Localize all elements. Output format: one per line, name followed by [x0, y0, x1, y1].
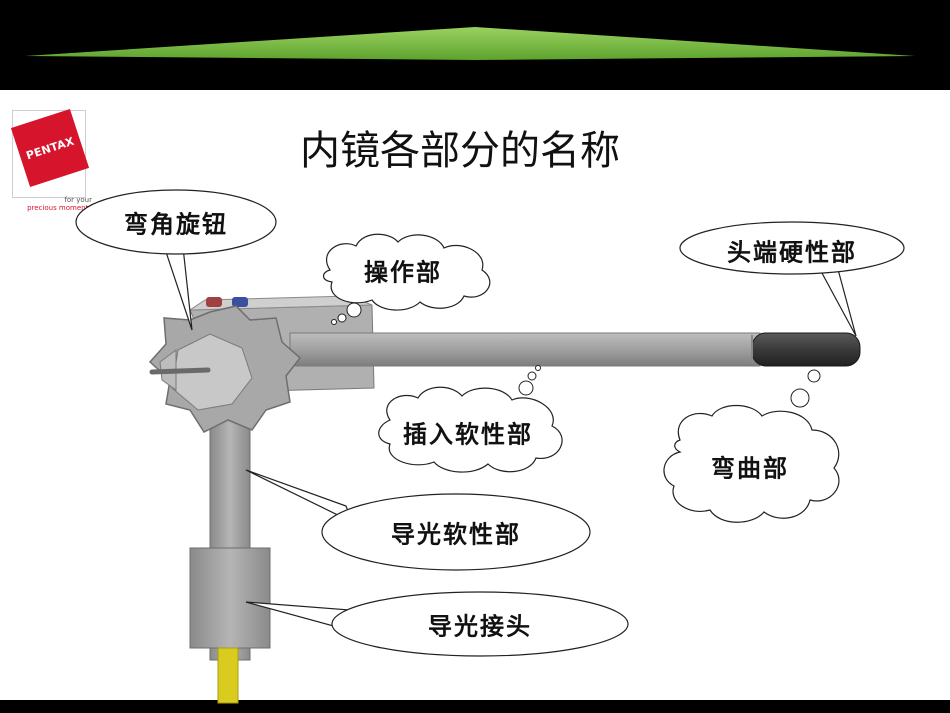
rigid-tip	[751, 332, 861, 367]
label-bending-knob: 弯角旋钮	[124, 209, 228, 239]
callout-rigid-tip	[679, 221, 905, 275]
callout-bending-knob	[75, 189, 277, 255]
callout-light-guide-tube	[321, 493, 591, 571]
label-operation-part: 操作部	[364, 257, 442, 287]
logo-tagline: for your precious moments	[12, 196, 92, 212]
page-title: 内镜各部分的名称	[300, 128, 620, 174]
insertion-tube	[289, 332, 761, 367]
yellow-cable	[217, 647, 239, 704]
pentax-logo: PENTAX	[10, 108, 90, 198]
tagline-line-1: for your	[64, 196, 92, 204]
cloud-operation-part	[322, 233, 491, 311]
label-insertion-tube: 插入软性部	[403, 419, 533, 449]
label-bending-section: 弯曲部	[711, 453, 789, 483]
bending-knob-inner	[171, 333, 253, 411]
pointer-light-guide-tube	[245, 469, 354, 524]
green-accent-stripe	[25, 27, 915, 60]
blue-indicator	[232, 297, 248, 307]
light-guide-connector-block	[189, 547, 271, 649]
tagline-line-2: precious moments	[27, 204, 92, 212]
label-rigid-tip: 头端硬性部	[727, 237, 857, 267]
cloud-bending-section	[663, 405, 840, 523]
label-light-guide-tube: 导光软性部	[391, 519, 521, 549]
label-light-guide-connector: 导光接头	[428, 611, 532, 641]
callout-light-guide-connector	[331, 591, 629, 657]
cloud-insertion-tube	[378, 386, 563, 473]
red-indicator	[206, 297, 222, 307]
